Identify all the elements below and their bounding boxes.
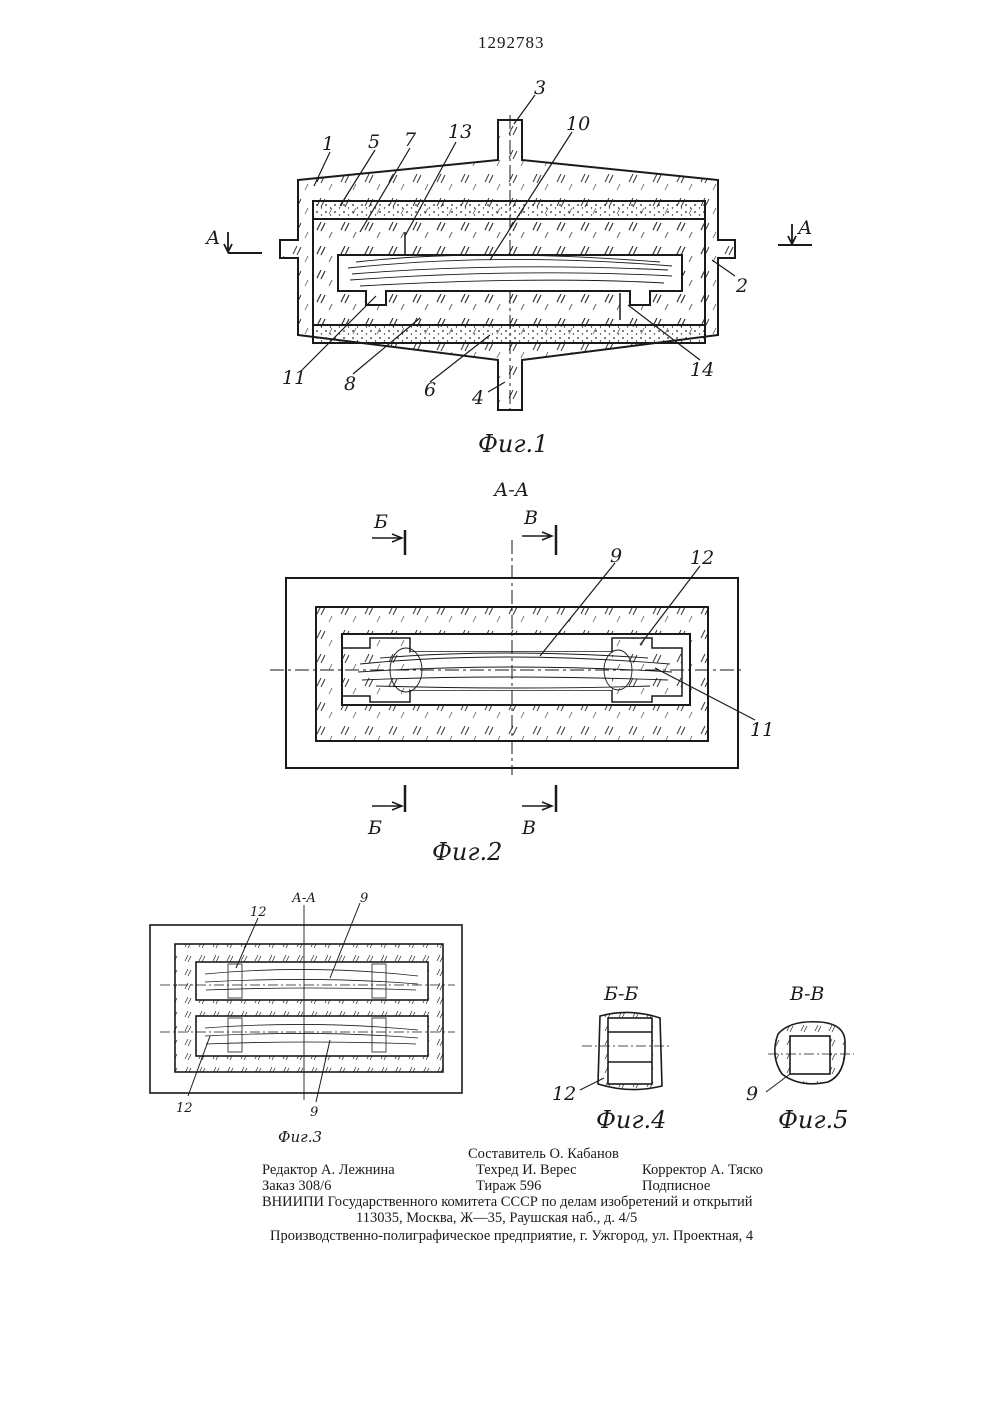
callout-2: 2	[735, 275, 748, 297]
callout-3: 3	[534, 77, 546, 99]
fig3-caption: Фиг.3	[278, 1128, 322, 1146]
figure-1	[224, 95, 812, 415]
fig5-title: В-В	[789, 983, 824, 1005]
imprint-circulation: Тираж 596	[476, 1178, 541, 1194]
porous-plate-top	[313, 201, 705, 219]
section-mark-b-bottom: Б	[367, 817, 382, 839]
fig3-callout-12-top: 12	[250, 905, 267, 920]
section-mark-v-top: В	[523, 507, 538, 529]
imprint-subscription: Подписное	[642, 1178, 710, 1194]
fig3-callout-9-bottom: 9	[310, 1105, 318, 1120]
imprint-org: ВНИИПИ Государственного комитета СССР по…	[262, 1194, 752, 1210]
callout-11-fig2: 11	[750, 719, 774, 741]
fig5-callout-9: 9	[746, 1083, 758, 1105]
figure-3	[150, 903, 462, 1102]
callout-11: 11	[282, 367, 306, 389]
fig4-caption: Фиг.4	[596, 1106, 666, 1134]
fig1-caption: Фиг.1	[478, 430, 548, 458]
callout-8: 8	[344, 373, 356, 395]
imprint-printer: Производственно-полиграфическое предприя…	[270, 1228, 753, 1244]
fig3-callout-9-top: 9	[360, 891, 368, 906]
callout-1: 1	[322, 133, 334, 155]
imprint-editor: Редактор А. Лежнина	[262, 1162, 395, 1178]
callout-5: 5	[368, 131, 380, 153]
imprint-corrector: Корректор А. Тяско	[642, 1162, 763, 1178]
fig4-callout-12: 12	[552, 1083, 576, 1105]
fig3-callout-12-bottom: 12	[176, 1101, 193, 1116]
callout-7: 7	[404, 129, 417, 151]
callout-10: 10	[566, 113, 590, 135]
callout-9: 9	[610, 545, 622, 567]
section-mark-v-bottom: В	[521, 817, 536, 839]
callout-12: 12	[690, 547, 714, 569]
figure-4	[580, 1012, 672, 1090]
imprint-techred: Техред И. Верес	[476, 1162, 577, 1178]
section-mark-a-left: А	[204, 227, 220, 249]
fig3-title: А-А	[291, 891, 316, 906]
fig4-title: Б-Б	[603, 983, 638, 1005]
fig2-caption: Фиг.2	[432, 838, 502, 866]
callout-4: 4	[471, 387, 484, 409]
fig5-caption: Фиг.5	[778, 1106, 848, 1134]
callout-13: 13	[448, 121, 472, 143]
figure-5	[766, 1022, 854, 1092]
callout-14: 14	[690, 359, 714, 381]
imprint-address: 113035, Москва, Ж—35, Раушская наб., д. …	[356, 1210, 637, 1226]
imprint-order: Заказ 308/6	[262, 1178, 331, 1194]
porous-plate-bottom	[313, 325, 705, 343]
figure-2	[270, 525, 755, 812]
section-mark-b-top: Б	[373, 511, 388, 533]
callout-6: 6	[424, 379, 436, 401]
imprint-compiler: Составитель О. Кабанов	[468, 1146, 619, 1162]
section-mark-a-right: А	[796, 217, 812, 239]
fig2-title: А-А	[492, 479, 529, 501]
